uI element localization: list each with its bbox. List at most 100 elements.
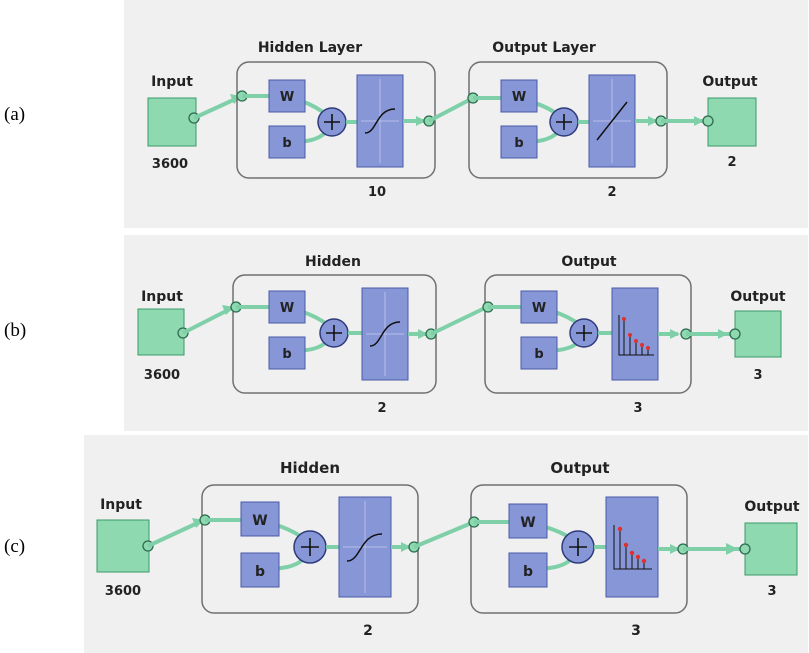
weight-label: W: [280, 301, 294, 316]
arrowhead-icon: [648, 116, 658, 126]
hidden-layer: Hidden W b 2: [230, 254, 437, 416]
transfer-block: [605, 496, 659, 598]
bias-block: [268, 125, 306, 159]
softmax-icon: [613, 525, 652, 570]
bias-block: [268, 336, 306, 370]
plus-icon: [301, 538, 319, 556]
output-layer: Output W b 3: [468, 459, 689, 639]
tansig-icon: [369, 321, 401, 347]
output-size: 3: [767, 584, 776, 599]
input-title: Input: [141, 289, 183, 305]
hidden-layer-size: 2: [377, 401, 386, 416]
hidden-layer-size: 2: [363, 623, 373, 639]
bias-label: b: [255, 564, 265, 580]
input-node: Input 3600: [137, 289, 189, 383]
input-node: Input 3600: [96, 497, 154, 599]
plus-icon: [324, 114, 340, 130]
arrowhead-icon: [726, 543, 738, 555]
softmax-icon: [618, 315, 654, 356]
output-title: Output: [730, 289, 786, 305]
output-box: [744, 522, 798, 576]
output-title: Output: [702, 74, 758, 90]
transfer-axes: [343, 501, 387, 593]
bias-label: b: [282, 136, 291, 151]
weight-label: W: [532, 301, 546, 316]
output-box: [707, 97, 757, 147]
output-layer-size: 3: [633, 401, 642, 416]
bias-block: [500, 125, 538, 159]
weight-block: [268, 79, 306, 113]
output-layer: Output Layer W b 2: [467, 40, 668, 200]
output-title: Output: [744, 499, 800, 515]
hidden-layer-size: 10: [368, 185, 386, 200]
arrowhead-icon: [718, 329, 728, 339]
output-layer-title: Output: [561, 254, 617, 270]
weight-block: [240, 501, 280, 537]
input-box: [147, 97, 197, 147]
arrowhead-icon: [416, 116, 426, 126]
hidden-layer-title: Hidden: [280, 459, 340, 477]
bias-block: [240, 552, 280, 588]
output-size: 2: [727, 155, 736, 170]
panel-label-c: (c): [4, 536, 26, 557]
input-title: Input: [151, 74, 193, 90]
weight-label: W: [520, 515, 535, 531]
weight-block: [268, 290, 306, 324]
output-layer-size: 3: [631, 623, 641, 639]
network-diagram-c: Input 3600 Hidden W b 2 Output W: [84, 435, 808, 653]
output-node: Output 2: [702, 74, 758, 170]
connector-hidden-output: [413, 520, 475, 549]
weight-label: W: [252, 513, 267, 529]
output-port: [702, 115, 714, 127]
weight-block: [508, 503, 548, 539]
plus-icon: [576, 325, 592, 341]
tansig-icon: [346, 533, 383, 562]
bias-block: [508, 552, 548, 588]
output-port: [729, 328, 741, 340]
input-size: 3600: [144, 368, 180, 383]
weight-block: [500, 79, 538, 113]
input-size: 3600: [105, 584, 141, 599]
panel-label-a: (a): [4, 104, 26, 125]
purelin-icon: [596, 101, 628, 141]
bias-label: b: [514, 136, 523, 151]
tansig-icon: [364, 108, 396, 134]
network-diagram-a: Input 3600 Hidden Layer W b 10 Output La…: [124, 0, 808, 228]
hidden-layer: Hidden Layer W b 10: [236, 40, 436, 200]
output-box: [734, 310, 782, 358]
hidden-layer: Hidden W b 2: [199, 459, 420, 639]
bias-label: b: [523, 564, 533, 580]
output-layer: Output W b 3: [482, 254, 692, 416]
arrowhead-icon: [670, 544, 680, 554]
arrowhead-icon: [418, 329, 428, 339]
transfer-axes: [366, 292, 404, 376]
bias-label: b: [534, 347, 543, 362]
output-node: Output 3: [729, 289, 786, 383]
hidden-layer-title: Hidden Layer: [258, 40, 362, 56]
plus-icon: [326, 325, 342, 341]
connector-hidden-output: [428, 96, 474, 123]
arrowhead-icon: [401, 542, 411, 552]
output-port: [739, 543, 751, 555]
weight-block: [520, 290, 558, 324]
bias-label: b: [282, 347, 291, 362]
output-layer-title: Output Layer: [492, 40, 596, 56]
weight-label: W: [512, 90, 526, 105]
plus-icon: [569, 538, 587, 556]
output-size: 3: [753, 368, 762, 383]
output-node: Output 3: [739, 499, 800, 599]
input-title: Input: [100, 497, 142, 513]
panel-background: [84, 435, 808, 653]
output-layer-title: Output: [550, 459, 609, 477]
input-size: 3600: [152, 157, 188, 172]
output-layer-size: 2: [607, 185, 616, 200]
hidden-layer-title: Hidden: [305, 254, 361, 270]
network-diagram-b: Input 3600 Hidden W b 2 Output W: [124, 235, 808, 431]
transfer-axes: [361, 79, 399, 163]
panel-label-b: (b): [4, 320, 27, 341]
input-box: [96, 519, 150, 573]
plus-icon: [556, 114, 572, 130]
input-node: Input 3600: [147, 74, 200, 172]
weight-label: W: [280, 90, 294, 105]
transfer-block: [611, 287, 659, 381]
